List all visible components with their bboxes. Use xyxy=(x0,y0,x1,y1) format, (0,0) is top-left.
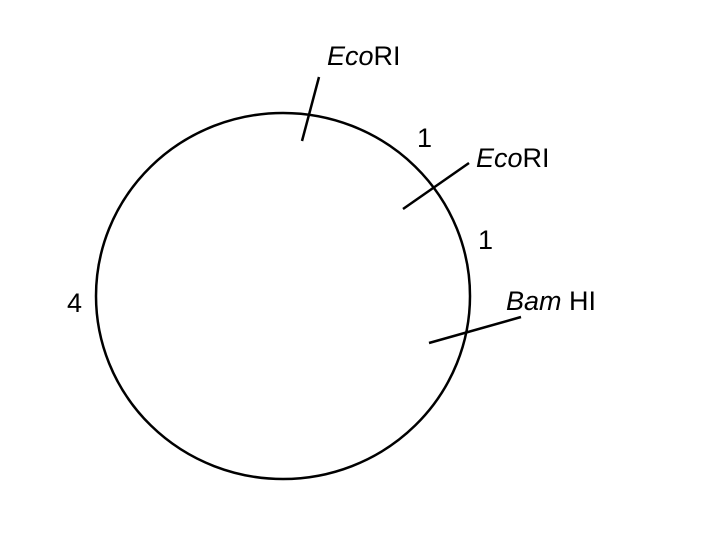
site-label-bamhi-italic: Bam xyxy=(506,286,562,316)
site-label-ecori-1: EcoRI xyxy=(327,43,401,70)
distance-label-3: 4 xyxy=(67,288,83,318)
site-label-ecori-2-rest: RI xyxy=(522,143,550,173)
site-label-bamhi-rest: HI xyxy=(561,286,597,316)
distance-label-2: 1 xyxy=(478,225,494,255)
site-label-ecori-2-italic: Eco xyxy=(476,143,523,173)
site-label-ecori-1-italic: Eco xyxy=(327,41,374,71)
distance-label-1: 1 xyxy=(417,123,433,153)
site-label-ecori-1-rest: RI xyxy=(373,41,401,71)
site-tick-ecori-1 xyxy=(300,76,321,142)
site-label-bamhi: Bam HI xyxy=(506,288,596,315)
site-tick-bamhi xyxy=(428,315,522,345)
site-label-ecori-2: EcoRI xyxy=(476,145,550,172)
plasmid-circle xyxy=(94,111,472,481)
site-tick-ecori-2 xyxy=(402,161,470,211)
